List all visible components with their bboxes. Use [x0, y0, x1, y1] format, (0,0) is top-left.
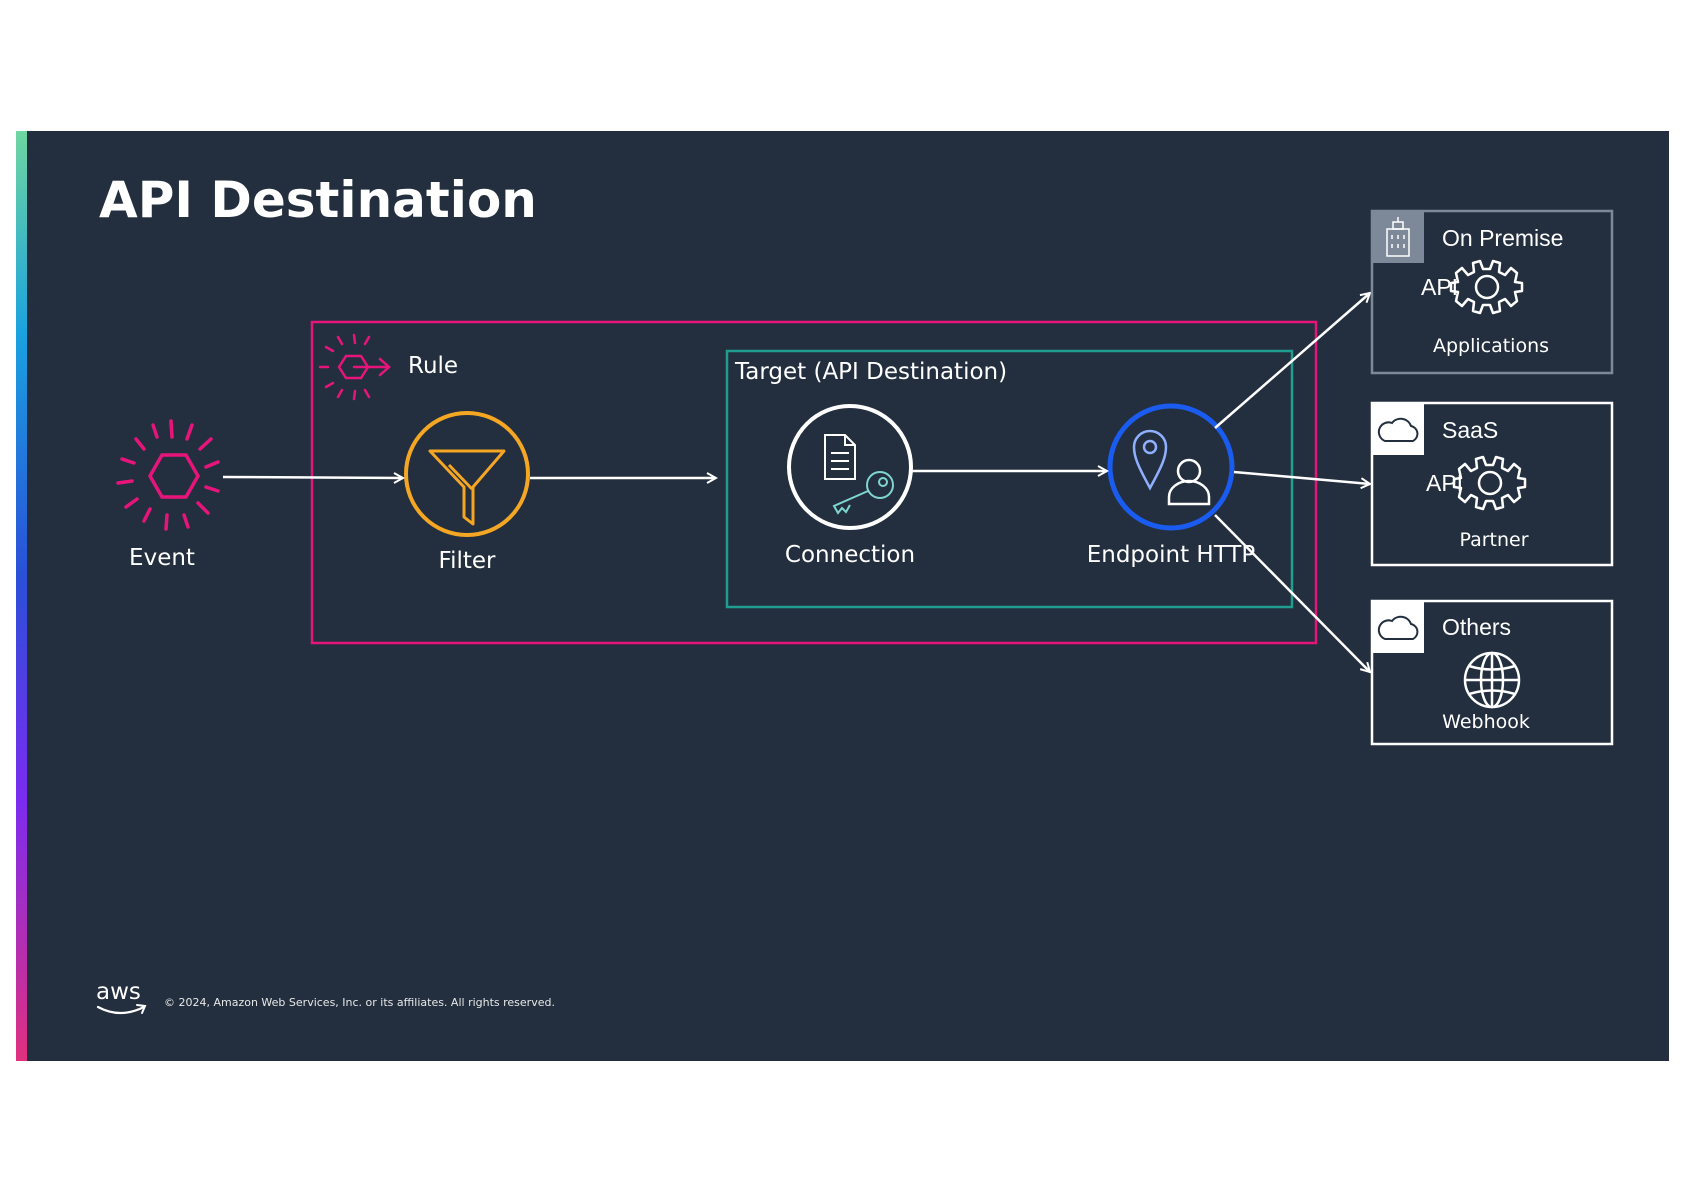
saas-title: SaaS	[1442, 417, 1499, 443]
arrow-endpoint-to-on-premise	[1214, 293, 1370, 429]
cloud-icon	[1377, 615, 1419, 640]
others-title: Others	[1442, 614, 1512, 640]
gear-icon	[1449, 259, 1524, 315]
globe-icon	[1463, 651, 1521, 709]
rule-icon	[318, 333, 391, 401]
diagram	[96, 209, 1614, 1015]
key-icon	[832, 471, 894, 515]
others-caption: Webhook	[1442, 711, 1530, 733]
connection-label: Connection	[784, 542, 916, 568]
saas-api-label: API	[1426, 470, 1464, 496]
accent-bar	[16, 131, 27, 1061]
arrow-endpoint-to-saas	[1233, 470, 1370, 484]
slide-title: API Destination	[99, 171, 537, 229]
user-icon	[1167, 458, 1211, 506]
arrow-event-to-filter	[222, 477, 403, 478]
gear-icon	[1452, 455, 1527, 511]
event-label: Event	[129, 545, 195, 571]
saas-box	[1370, 401, 1614, 567]
cloud-icon	[1377, 417, 1419, 442]
filter-label: Filter	[438, 548, 496, 574]
document-icon	[824, 434, 856, 480]
target-label: Target (API Destination)	[735, 359, 1008, 385]
aws-smile	[96, 1005, 146, 1015]
location-pin-icon	[1132, 429, 1168, 491]
aws-smile-arrow	[136, 1004, 147, 1014]
on-premise-caption: Applications	[1432, 335, 1550, 357]
target-group-box	[725, 349, 1294, 609]
building-icon	[1386, 217, 1410, 257]
event-icon	[116, 419, 220, 531]
rule-group-box	[310, 320, 1318, 645]
on-premise-api-label: API	[1421, 274, 1459, 300]
copyright-footer: © 2024, Amazon Web Services, Inc. or its…	[164, 996, 555, 1009]
on-premise-title: On Premise	[1442, 225, 1564, 251]
endpoint-node	[1107, 403, 1235, 531]
on-premise-box	[1370, 209, 1614, 375]
filter-node	[404, 411, 530, 537]
filter-icon	[428, 449, 506, 526]
arrow-endpoint-to-others	[1214, 514, 1370, 672]
saas-caption: Partner	[1459, 529, 1529, 551]
others-box	[1370, 599, 1614, 746]
endpoint-label: Endpoint HTTP	[1086, 542, 1256, 568]
slide: API Destination	[16, 131, 1669, 1061]
connection-node	[787, 404, 913, 530]
rule-label: Rule	[408, 353, 459, 379]
aws-logo: aws	[96, 979, 141, 1005]
